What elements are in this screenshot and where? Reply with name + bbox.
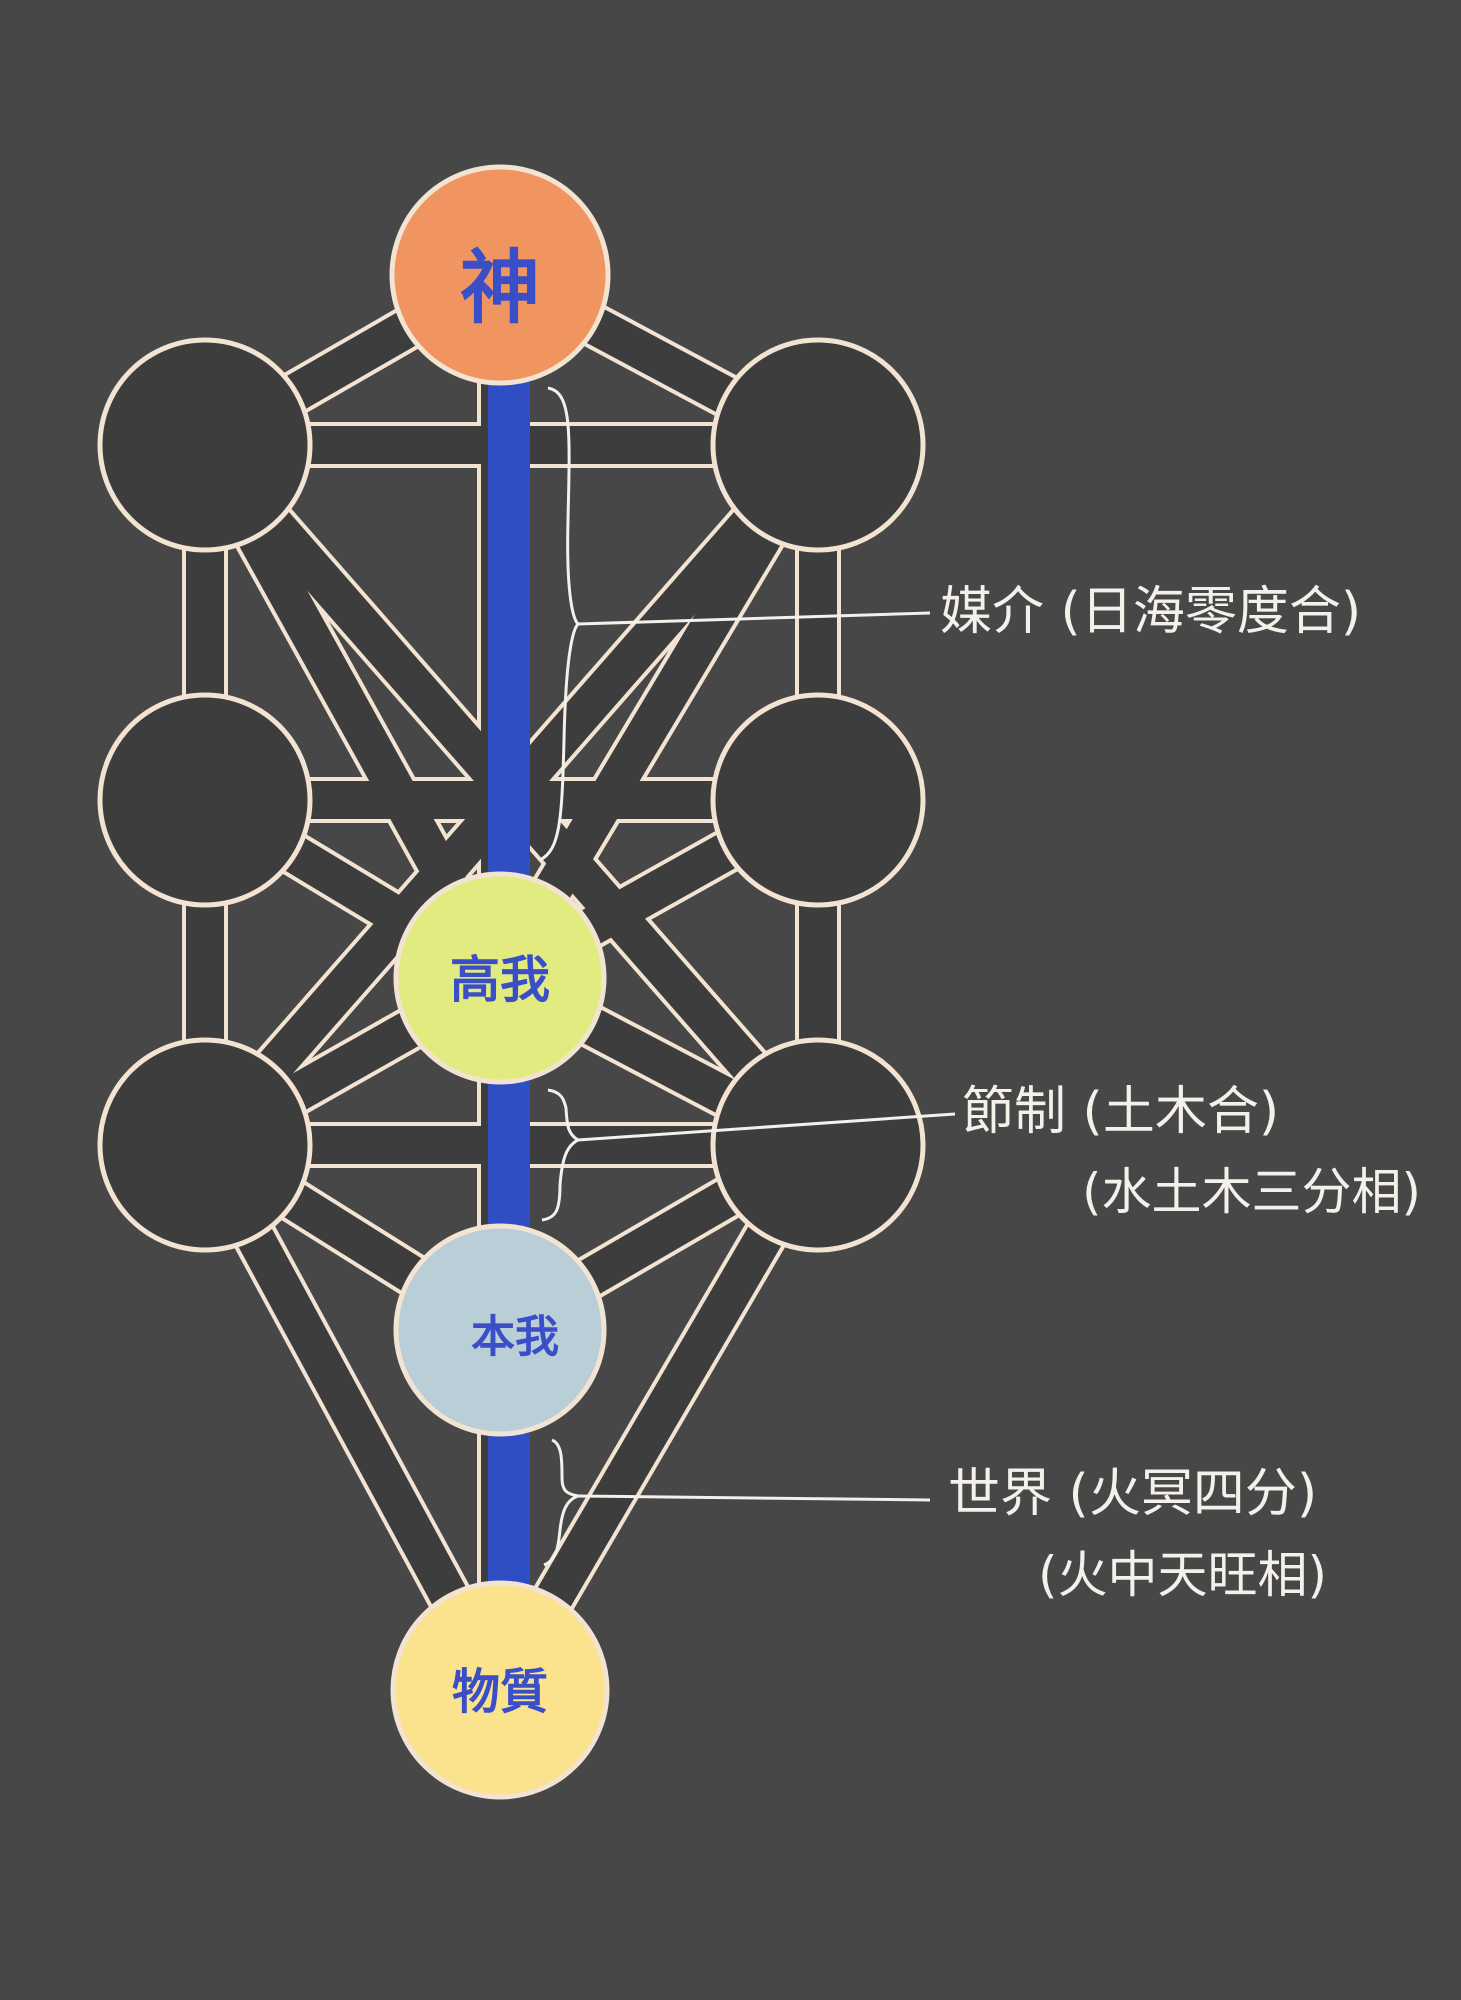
brace-upper xyxy=(539,386,581,862)
leader-upper xyxy=(577,611,931,626)
node-upL xyxy=(97,337,313,553)
annotation-middle-line2: (水土木三分相) xyxy=(1082,1163,1421,1221)
annotation-upper-line1: 媒介 (日海零度合) xyxy=(940,582,1361,642)
node-midL xyxy=(97,692,313,908)
annotation-middle-line1: 節制 (土木合) xyxy=(962,1082,1279,1142)
annotation-upper: 媒介 (日海零度合) xyxy=(539,386,1361,862)
node-labels: 神 高我 本我 物質 xyxy=(450,242,559,1721)
node-label-top: 神 xyxy=(460,242,540,335)
node-loL xyxy=(97,1037,313,1253)
leader-middle xyxy=(577,1112,956,1142)
node-label-self: 本我 xyxy=(471,1312,559,1363)
annotation-lower-line1: 世界 (火冥四分) xyxy=(948,1464,1317,1524)
annotation-lower: 世界 (火冥四分) (火中天旺相) xyxy=(543,1438,1327,1604)
node-loR xyxy=(710,1037,926,1253)
leader-lower xyxy=(577,1494,931,1502)
node-midR xyxy=(710,692,926,908)
node-upR xyxy=(710,337,926,553)
node-label-higher: 高我 xyxy=(450,951,550,1009)
node-higher xyxy=(393,871,607,1085)
node-self xyxy=(393,1223,607,1437)
node-matter xyxy=(390,1580,610,1800)
node-label-matter: 物質 xyxy=(452,1664,548,1720)
nodes xyxy=(97,164,926,1800)
node-top xyxy=(389,164,611,386)
annotation-lower-line2: (火中天旺相) xyxy=(1038,1546,1327,1604)
annotation-middle: 節制 (土木合) (水土木三分相) xyxy=(541,1082,1421,1222)
